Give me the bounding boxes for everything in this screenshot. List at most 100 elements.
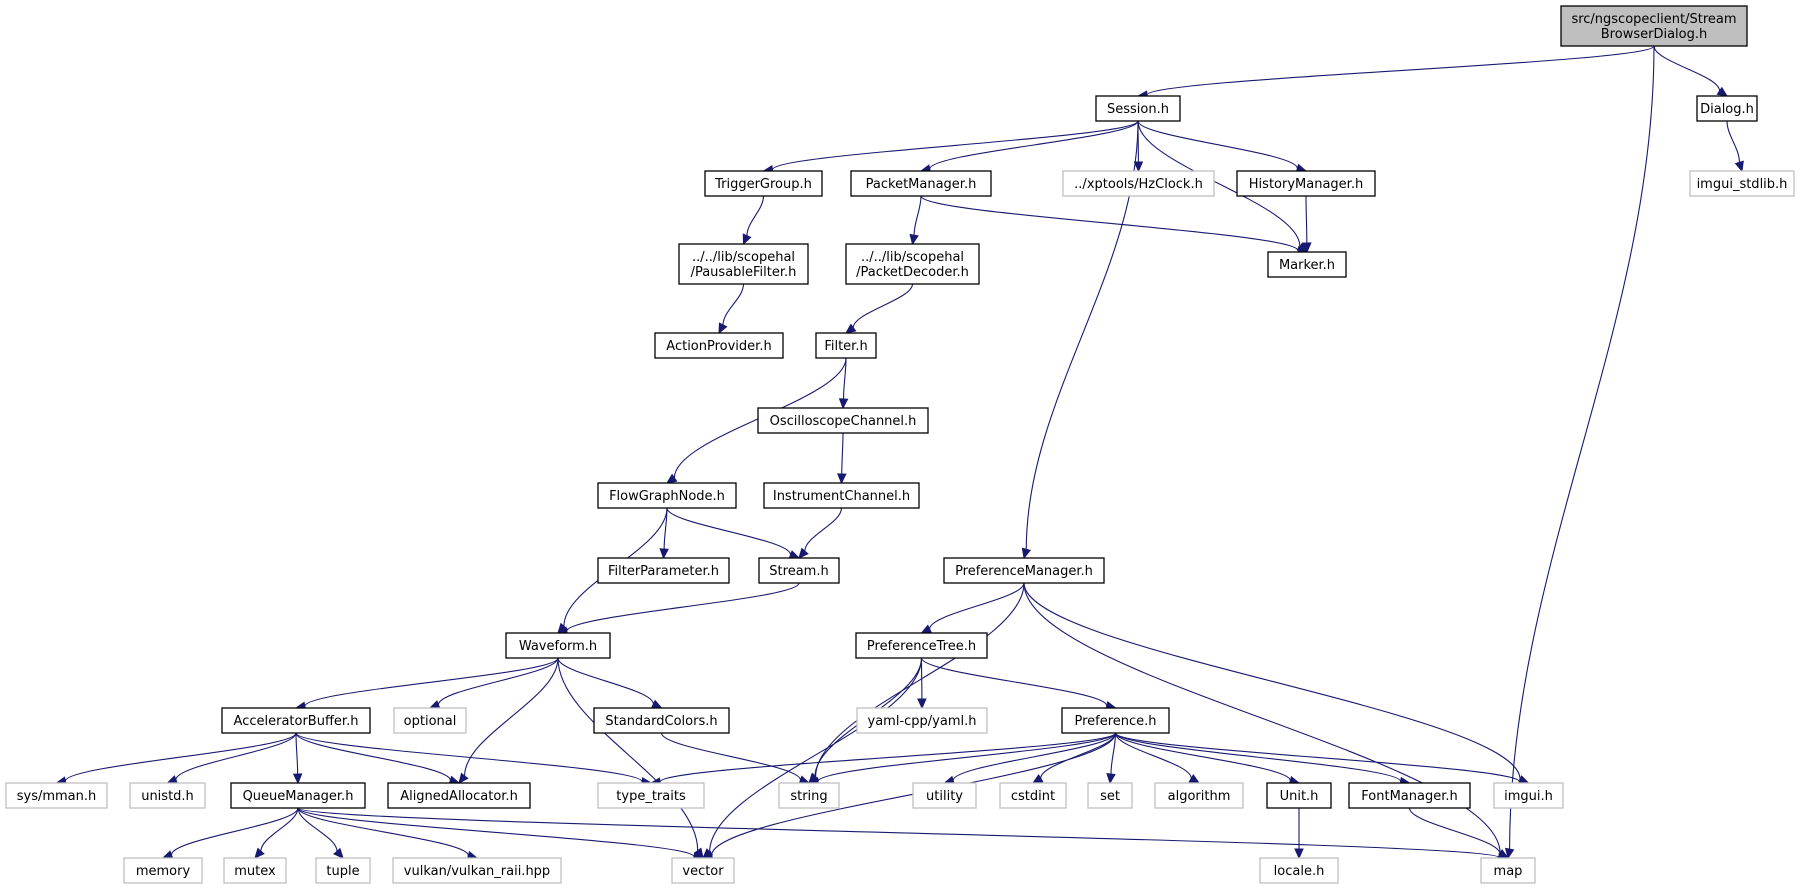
edge-line <box>817 732 1117 783</box>
node-box <box>763 482 920 509</box>
edge-arrowhead <box>1302 242 1312 254</box>
node-label: yaml-cpp/yaml.h <box>868 714 977 729</box>
node-box <box>704 170 823 197</box>
node-triggergroup[interactable]: TriggerGroup.h <box>704 170 823 197</box>
node-fontmanager[interactable]: FontManager.h <box>1348 782 1471 809</box>
dependency-edge-prefmanager-to-string <box>808 582 1025 784</box>
node-box <box>815 332 877 359</box>
node-box <box>1061 707 1170 734</box>
node-marker[interactable]: Marker.h <box>1267 251 1347 278</box>
node-filter[interactable]: Filter.h <box>815 332 877 359</box>
dependency-edge-accelbuf-to-typetraits <box>295 732 653 787</box>
node-session[interactable]: Session.h <box>1095 95 1181 122</box>
edge-line <box>297 807 469 856</box>
node-label: AlignedAllocator.h <box>400 789 518 804</box>
node-oscchannel[interactable]: OscilloscopeChannel.h <box>757 407 929 434</box>
node-label: set <box>1100 789 1120 804</box>
node-unit[interactable]: Unit.h <box>1266 782 1332 809</box>
node-box <box>393 707 467 734</box>
node-box <box>943 557 1105 584</box>
node-label: vulkan/vulkan_raii.hpp <box>404 864 550 879</box>
dependency-edge-instchannel-to-stream <box>798 507 843 559</box>
dependency-edge-waveform-to-accelbuf <box>294 657 559 711</box>
node-box <box>123 857 203 884</box>
node-string: string <box>778 782 840 809</box>
node-flowgraph[interactable]: FlowGraphNode.h <box>597 482 737 509</box>
edge-line <box>304 657 559 707</box>
node-label: AcceleratorBuffer.h <box>234 714 359 729</box>
edge-line <box>913 195 922 236</box>
node-stream[interactable]: Stream.h <box>758 557 840 584</box>
node-imgui_stdlib: imgui_stdlib.h <box>1689 170 1795 197</box>
node-preftree[interactable]: PreferenceTree.h <box>855 632 988 659</box>
node-instchannel[interactable]: InstrumentChannel.h <box>763 482 920 509</box>
node-queuemanager[interactable]: QueueManager.h <box>230 782 366 809</box>
edge-line <box>1653 45 1721 92</box>
node-accelbuf[interactable]: AcceleratorBuffer.h <box>221 707 371 734</box>
edge-arrowhead <box>428 700 441 709</box>
node-label: Preference.h <box>1074 714 1156 729</box>
edge-arrowhead <box>1716 86 1729 97</box>
node-label: InstrumentChannel.h <box>773 489 910 504</box>
node-packetdecoder[interactable]: ../../lib/scopehal/PacketDecoder.h <box>845 243 980 285</box>
node-label: Waveform.h <box>519 639 597 654</box>
dependency-edge-prefmanager-to-preftree <box>920 582 1025 634</box>
edge-arrowhead <box>837 473 847 485</box>
node-label: QueueManager.h <box>243 789 354 804</box>
edge-arrowhead <box>1133 161 1144 173</box>
node-box <box>597 557 730 584</box>
node-imgui: imgui.h <box>1493 782 1564 809</box>
node-label: FontManager.h <box>1361 789 1457 804</box>
edge-line <box>920 195 1299 252</box>
node-dialog[interactable]: Dialog.h <box>1696 95 1758 122</box>
node-cstdint: cstdint <box>999 782 1067 809</box>
node-label: locale.h <box>1274 864 1325 879</box>
node-preference[interactable]: Preference.h <box>1061 707 1170 734</box>
node-historymanager[interactable]: HistoryManager.h <box>1236 170 1376 197</box>
node-box <box>1062 170 1215 197</box>
edge-line <box>1110 732 1117 775</box>
node-alignedalloc[interactable]: AlignedAllocator.h <box>387 782 531 809</box>
edge-line <box>952 732 1117 781</box>
edge-line <box>1114 732 1521 783</box>
node-label: src/ngscopeclient/Stream <box>1571 12 1736 27</box>
node-stdcolors[interactable]: StandardColors.h <box>593 707 730 734</box>
node-filterparam[interactable]: FilterParameter.h <box>597 557 730 584</box>
node-actionprovider[interactable]: ActionProvider.h <box>654 332 784 359</box>
node-packetmanager[interactable]: PacketManager.h <box>850 170 992 197</box>
dependency-edge-queuemanager-to-map <box>297 807 1510 863</box>
node-pausable[interactable]: ../../lib/scopehal/PausableFilter.h <box>678 243 809 285</box>
edge-arrowhead <box>917 698 927 710</box>
dependency-edge-accelbuf-to-unistd <box>166 732 297 784</box>
edge-arrowhead <box>665 473 678 484</box>
dependency-edge-oscchannel-to-instchannel <box>837 432 847 485</box>
node-box <box>1480 857 1536 884</box>
dependency-edge-preference-to-typetraits <box>649 732 1117 787</box>
node-box <box>129 782 206 809</box>
node-label: utility <box>926 789 963 804</box>
node-box <box>1259 857 1339 884</box>
edge-line <box>464 657 559 776</box>
edge-line <box>557 657 699 851</box>
edge-line <box>1726 120 1740 163</box>
edge-line <box>929 582 1025 630</box>
edge-line <box>746 195 765 236</box>
node-label: cstdint <box>1011 789 1055 804</box>
node-box <box>223 857 287 884</box>
edge-line <box>920 657 1108 707</box>
edge-line <box>1408 807 1501 855</box>
node-waveform[interactable]: Waveform.h <box>505 632 611 659</box>
edge-line <box>841 432 844 475</box>
node-vector: vector <box>671 857 735 884</box>
node-label: OscilloscopeChannel.h <box>770 414 917 429</box>
edge-line <box>771 120 1139 171</box>
node-label: Filter.h <box>824 339 867 354</box>
edge-line <box>297 807 1500 859</box>
edge-line <box>1137 120 1298 169</box>
node-prefmanager[interactable]: PreferenceManager.h <box>943 557 1105 584</box>
node-box <box>1493 782 1564 809</box>
node-box <box>671 857 735 884</box>
node-label: optional <box>404 714 457 729</box>
dependency-edge-triggergroup-to-pausable <box>742 195 765 246</box>
